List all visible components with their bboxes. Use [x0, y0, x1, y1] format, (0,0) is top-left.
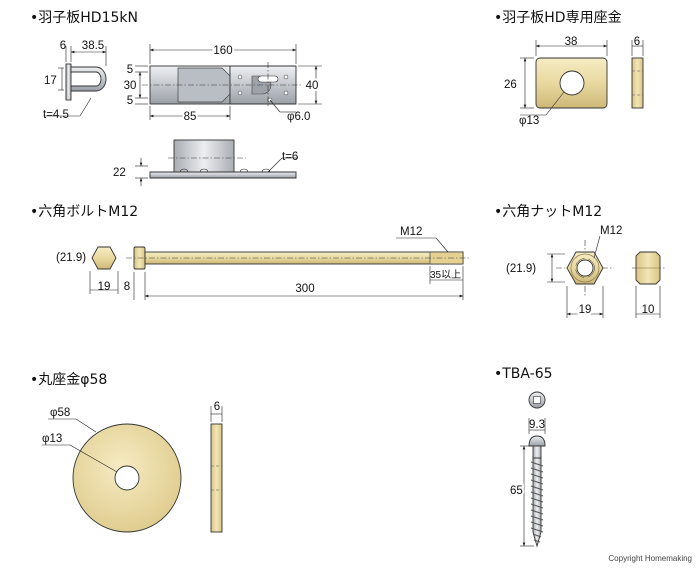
hd15kn-dim-30: 30 [124, 80, 137, 92]
nut-dim-10: 10 [642, 304, 655, 316]
hd15kn-front-view [135, 139, 298, 186]
round-washer-face [42, 418, 182, 533]
hd15kn-dim-t45: t=4.5 [43, 109, 69, 121]
hd15kn-dim-5-top: 5 [127, 64, 133, 76]
bolt-dim-m12: M12 [400, 226, 422, 238]
round-washer-dim-phi58: φ58 [50, 407, 70, 419]
bolt-dim-35-or-more: 35以上 [430, 269, 461, 281]
tba-dim-9-3: 9.3 [529, 419, 545, 431]
washer-hd-face [520, 40, 608, 116]
bolt-side-view [126, 237, 470, 300]
tba-head-top-view [528, 391, 546, 409]
bolt-head-end-view [89, 246, 119, 294]
nut-side-view [632, 251, 666, 318]
tba-dim-65: 65 [510, 485, 523, 497]
bolt-dim-21-9: (21.9) [56, 252, 86, 264]
nut-dim-19: 19 [579, 304, 592, 316]
nut-dim-m12: M12 [600, 225, 622, 237]
hd15kn-dim-5-bottom: 5 [127, 95, 133, 107]
round-washer-side [210, 406, 223, 533]
title-tba: •TBA-65 [494, 366, 553, 382]
hd15kn-dim-85: 85 [184, 111, 197, 123]
title-hd15kn: •羽子板HD15kN [30, 10, 138, 26]
title-washer-hd: •羽子板HD専用座金 [494, 10, 622, 26]
hd15kn-dim-17: 17 [44, 75, 57, 87]
round-washer-dim-phi13: φ13 [42, 433, 62, 445]
title-bolt: •六角ボルトM12 [30, 204, 138, 220]
tba-screw-side-view [520, 418, 546, 548]
hd15kn-dim-6: 6 [60, 40, 66, 52]
hd15kn-dim-22: 22 [113, 167, 126, 179]
hd15kn-dim-phi6: φ6.0 [287, 111, 310, 123]
hd15kn-side-view [44, 46, 107, 117]
bolt-dim-300: 300 [295, 283, 314, 295]
hd15kn-dim-38-5: 38.5 [82, 40, 104, 52]
washer-hd-side [631, 40, 644, 109]
nut-dim-21-9: (21.9) [506, 263, 536, 275]
bolt-dim-19: 19 [98, 281, 111, 293]
washer-hd-dim-6: 6 [634, 36, 640, 48]
hd15kn-dim-40: 40 [306, 80, 319, 92]
hd15kn-dim-160: 160 [213, 45, 232, 57]
title-nut: •六角ナットM12 [494, 204, 602, 220]
round-washer-dim-6: 6 [214, 401, 220, 413]
hd15kn-top-view [135, 44, 322, 120]
copyright-text: Copyright Homemaking [608, 554, 692, 563]
washer-hd-dim-38: 38 [565, 36, 578, 48]
nut-face-view [547, 235, 614, 318]
washer-hd-dim-phi13: φ13 [519, 115, 539, 127]
hd15kn-dim-t6: t=6 [282, 151, 298, 163]
title-round-washer: •丸座金φ58 [30, 372, 107, 388]
bolt-dim-8: 8 [124, 281, 130, 293]
washer-hd-dim-26: 26 [504, 79, 517, 91]
